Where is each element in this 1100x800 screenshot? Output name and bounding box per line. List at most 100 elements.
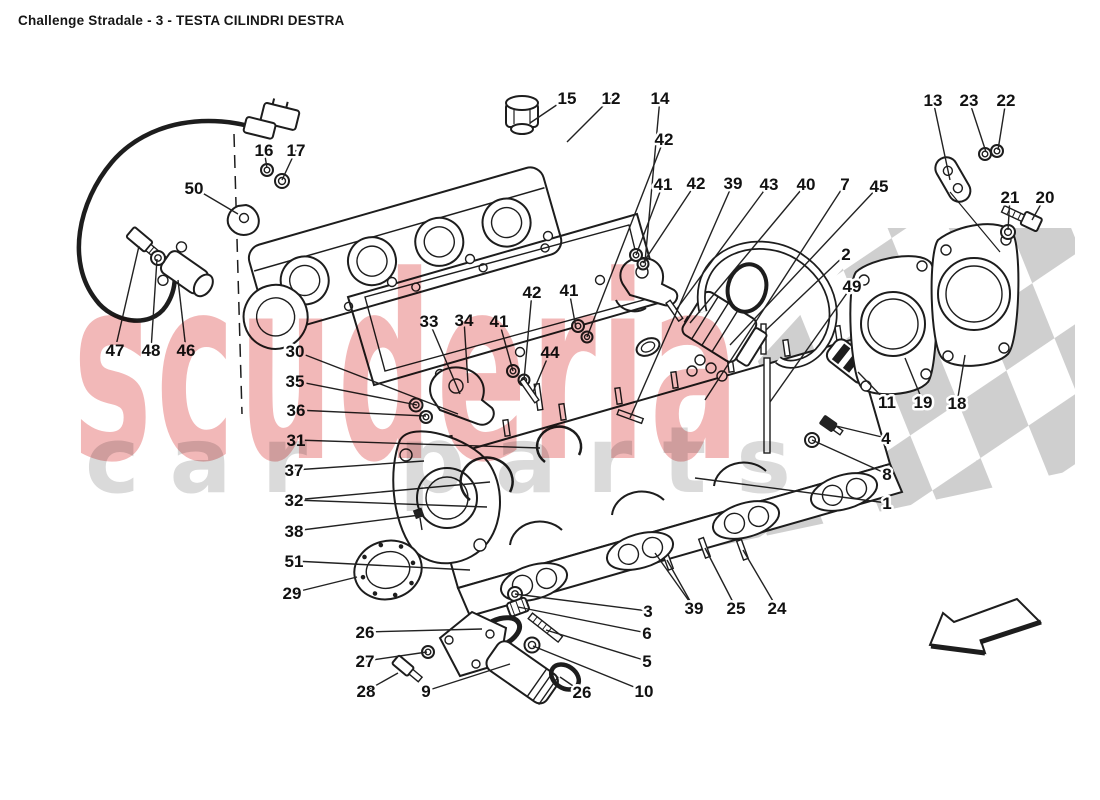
oil-seal [353,539,423,601]
alignment-dashed-line [233,133,243,415]
cover-plate-18 [930,223,1020,367]
leader-line [177,279,187,351]
leader-line [532,645,645,692]
leader-line [968,99,987,153]
leader-line [654,552,695,609]
water-outlet [391,610,582,706]
cam-caps [429,256,679,501]
leader-line [586,138,665,338]
leader-line [559,676,583,693]
callout-label: 32 [285,491,304,510]
callout-label: 39 [685,599,704,618]
callout-label: 15 [558,89,577,108]
callout-label: 16 [255,141,274,160]
leader-line [293,514,421,532]
callout-label: 51 [285,552,304,571]
callout-label: 26 [356,623,375,642]
leader-line [956,354,966,404]
leader-line [1007,196,1011,231]
leader-line [932,99,951,181]
oil-filler-cap [505,95,539,135]
callout-label: 41 [490,312,509,331]
leader-line [566,97,612,143]
callout-label: 49 [843,277,862,296]
leader-line [295,439,541,449]
cylinder-head [392,324,904,618]
leader-line [568,289,577,329]
leader-line [514,593,649,612]
leader-line [293,560,471,571]
leader-line [295,409,427,417]
callout-label: 5 [642,652,651,671]
leader-line [364,651,428,662]
callout-label: 25 [727,599,746,618]
callout-label: 19 [914,393,933,412]
callout-label: 40 [797,175,816,194]
leader-line [635,183,664,256]
callout-label: 22 [997,91,1016,110]
callout-label: 35 [286,372,305,391]
leader-line [675,183,770,311]
callout-label: 20 [1036,188,1055,207]
callout-label: 47 [106,341,125,360]
leader-line [428,320,461,395]
callout-label: 12 [602,89,621,108]
callout-label: 41 [560,281,579,300]
leader-line [769,285,853,403]
leader-line [291,576,358,594]
leader-line [689,183,807,324]
leader-line [997,99,1007,151]
leader-line [532,351,551,393]
callout-label: 9 [421,682,430,701]
callout-label: 10 [635,682,654,701]
callout-label: 45 [870,177,889,196]
callout-label: 26 [573,683,592,702]
callout-label: 27 [356,652,375,671]
leader-line [666,559,695,609]
leader-line [827,423,887,439]
callout-label: 14 [651,89,670,108]
leader-line [281,149,297,181]
combustion-chambers [499,472,879,602]
page-title: Challenge Stradale - 3 - TESTA CILINDRI … [18,13,345,28]
leader-line [857,371,888,403]
cam-sensor [157,241,214,298]
leader-line [425,663,511,692]
leader-line [904,357,924,403]
leader-line [644,97,661,263]
leader-line [694,477,888,504]
callout-label: 46 [177,341,196,360]
callout-label: 42 [655,130,674,149]
leader-line [263,149,268,169]
callout-label: 24 [768,599,787,618]
callout-label: 38 [285,522,304,541]
callout-label: 17 [287,141,306,160]
leader-line [293,481,491,501]
leader-line [704,547,737,609]
callout-label: 48 [142,341,161,360]
callout-label: 50 [185,179,204,198]
callout-label: 7 [840,175,849,194]
leader-line [365,672,399,692]
leader-line [463,319,469,384]
leader-line [742,549,778,609]
callout-label: 29 [283,584,302,603]
callout-label: 4 [881,429,891,448]
sensor-cable [76,98,301,323]
callout-label: 6 [642,624,651,643]
callout-label: 42 [687,174,706,193]
callout-label: 39 [724,174,743,193]
callout-label: 3 [643,602,652,621]
callout-label: 41 [654,175,673,194]
leader-line [517,606,648,634]
gasket-19 [849,255,938,396]
callout-label: 37 [285,461,304,480]
callout-label: 34 [455,311,474,330]
leader-line [193,187,239,215]
callout-label: 23 [960,91,979,110]
callout-label: 43 [760,175,779,194]
callout-label: 8 [882,465,891,484]
leader-line [1031,196,1046,221]
